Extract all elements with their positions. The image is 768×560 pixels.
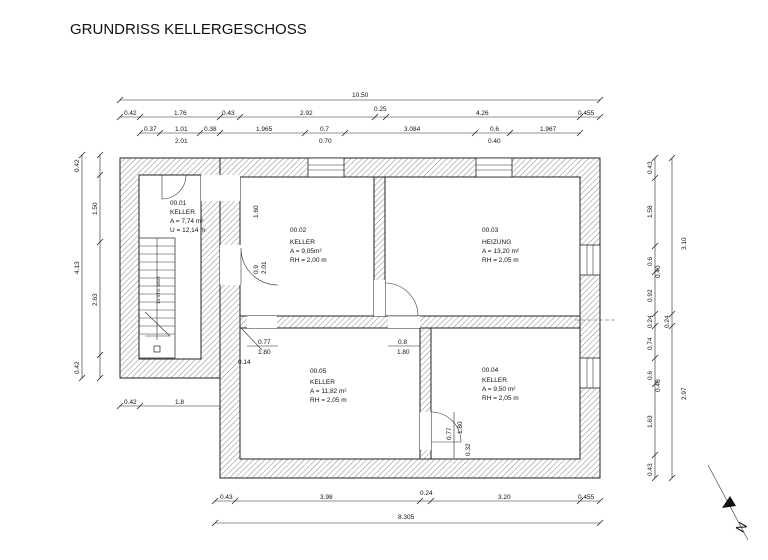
north-label: N: [732, 519, 750, 535]
room-id: 00.05: [310, 368, 327, 375]
dim-right-8: 0.6: [647, 371, 654, 380]
dim-top-r2-2: 1.01: [175, 126, 188, 133]
dim-left-4: 2.63: [92, 293, 99, 306]
room-id: 00.04: [482, 367, 499, 374]
dim-left-5: 0.42: [74, 361, 81, 374]
room-extra: RH = 2,05 m: [482, 395, 519, 402]
walls: [119, 157, 601, 479]
dim-top-sub-3: 0.40: [488, 138, 501, 145]
dim-left-1: 0.42: [74, 159, 81, 172]
dim-top-r2-8: 1.967: [540, 126, 557, 133]
dim-right-10: 1.63: [647, 415, 654, 428]
room-name: KELLER: [290, 239, 315, 246]
dim-bottom-4: 3.20: [498, 494, 511, 501]
room-area: A = 13,20 m²: [482, 248, 520, 255]
door4-width: 0.77: [446, 427, 453, 440]
dim-right-5: 0.92: [647, 289, 654, 302]
dim-right-7: 0.74: [647, 337, 654, 350]
dim-right-outer-2: 0.24: [664, 315, 671, 328]
dim-right-1: 0.43: [647, 161, 654, 174]
door4-height: 1.80: [457, 421, 464, 434]
dim-bottom-1: 0.43: [220, 494, 233, 501]
room-id: 00.03: [482, 227, 499, 234]
room-extra: RH = 2,05 m: [482, 257, 519, 264]
room-name: KELLER: [310, 379, 335, 386]
door2-height: 1.80: [258, 349, 271, 356]
dim-top-r2-4: 1.965: [256, 126, 273, 133]
dim-top-r2-1: 0.37: [144, 126, 157, 133]
room-area: A = 9,50 m²: [482, 386, 516, 393]
dim-bottom-overall: 8.305: [398, 514, 415, 521]
dim-top-r1-6: 4.26: [476, 110, 489, 117]
windows: [307, 157, 601, 389]
door2-width: 0.77: [258, 339, 271, 346]
dim-right-6: 0.24: [647, 315, 654, 328]
room-area: A = 11,82 m²: [310, 388, 347, 395]
doors: [161, 174, 462, 443]
room-area: A = 7,74 m²: [170, 218, 204, 225]
dim-overall-top: 10.50: [352, 92, 369, 99]
left-dimensions: 0.42 1.50 4.13 2.63 0.42 0.42 1.8: [74, 151, 226, 410]
dim-bottom-5: 0.455: [578, 494, 595, 501]
room-0003: 00.03 HEIZUNG A = 13,20 m² RH = 2,05 m: [482, 227, 520, 264]
dim-top-sub-1: 2.01: [175, 138, 188, 145]
staircase: 14 STG 18/27: [138, 237, 176, 359]
room-0002: 00.02 KELLER A = 9,05m² RH = 2,00 m: [290, 227, 327, 264]
dim-top-r1-7: 0.455: [578, 110, 595, 117]
dim-right-9: 0.40: [655, 379, 662, 392]
dim-right-2: 1.58: [647, 205, 654, 218]
room-id: 00.01: [170, 200, 187, 207]
room-0001: 00.01 KELLER A = 7,74 m² U = 12,14 m: [170, 200, 206, 234]
room-extra: U = 12,14 m: [170, 227, 206, 234]
dim-left-2: 1.50: [92, 202, 99, 215]
room-name: KELLER: [170, 209, 195, 216]
dim-top-r2-7: 0.6: [490, 126, 499, 133]
dim-top-r2-5: 0.7: [320, 126, 329, 133]
room-name: HEIZUNG: [482, 239, 511, 246]
plan-title: GRUNDRISS KELLERGESCHOSS: [70, 21, 307, 38]
door3-width: 0.8: [398, 339, 407, 346]
dim-bottom-2: 3.98: [320, 494, 333, 501]
room-extra: RH = 2,05 m: [310, 397, 347, 404]
dim-top-r2-6: 3.084: [404, 126, 421, 133]
room-0005: 00.05 KELLER A = 11,82 m² RH = 2,05 m: [310, 368, 347, 404]
right-dimensions: 0.43 1.58 0.6 0.40 0.92 0.24 0.74 0.6 0.…: [647, 154, 688, 482]
room-extra: RH = 2,00 m: [290, 257, 327, 264]
dim-bottom-3: 0.24: [420, 490, 433, 497]
dim-right-11: 0.43: [647, 463, 654, 476]
dim-left-bottom-2: 1.8: [175, 399, 184, 406]
room-id: 00.02: [290, 227, 307, 234]
room-name: KELLER: [482, 377, 507, 384]
openings: [201, 175, 431, 450]
door1-clear: 2.01: [261, 261, 268, 274]
room-area: A = 9,05m²: [290, 248, 322, 255]
dim-top-r1-2: 1.76: [174, 110, 187, 117]
dim-top-r1-1: 0.42: [124, 110, 137, 117]
dim-top-r1-4: 2.92: [300, 110, 313, 117]
dim-left-3: 4.13: [74, 261, 81, 274]
door4-offset: 0.32: [465, 443, 472, 456]
top-dimensions: 10.50 0.42 1.76 0.43 2.92 0.25 4.26 0.45…: [116, 92, 604, 145]
bottom-dimensions: 0.43 3.98 0.24 3.20 0.455 8.305: [211, 490, 604, 527]
dim-top-r2-3: 0.38: [204, 126, 217, 133]
door-labels: 1.60 0.9 2.01 0.77 1.80 0.14 0.8 1.80 0.…: [238, 205, 472, 458]
dim-right-3: 0.6: [647, 257, 654, 266]
door2-offset: 0.14: [238, 359, 251, 366]
dim-top-r1-5: 0.25: [374, 106, 387, 113]
door1-height: 1.60: [253, 205, 260, 218]
dim-top-r1-3: 0.43: [222, 110, 235, 117]
stair-label: 14 STG 18/27: [156, 275, 161, 304]
dim-left-bottom-1: 0.42: [124, 399, 137, 406]
dim-top-sub-2: 0.70: [319, 138, 332, 145]
dim-right-outer-3: 2.97: [681, 387, 688, 400]
room-0004: 00.04 KELLER A = 9,50 m² RH = 2,05 m: [482, 367, 519, 402]
door1-width: 0.9: [253, 265, 260, 274]
dim-right-4: 0.40: [655, 265, 662, 278]
dim-right-outer-1: 3.10: [681, 237, 688, 250]
north-arrow: N: [707, 464, 750, 541]
door3-height: 1.80: [397, 349, 410, 356]
